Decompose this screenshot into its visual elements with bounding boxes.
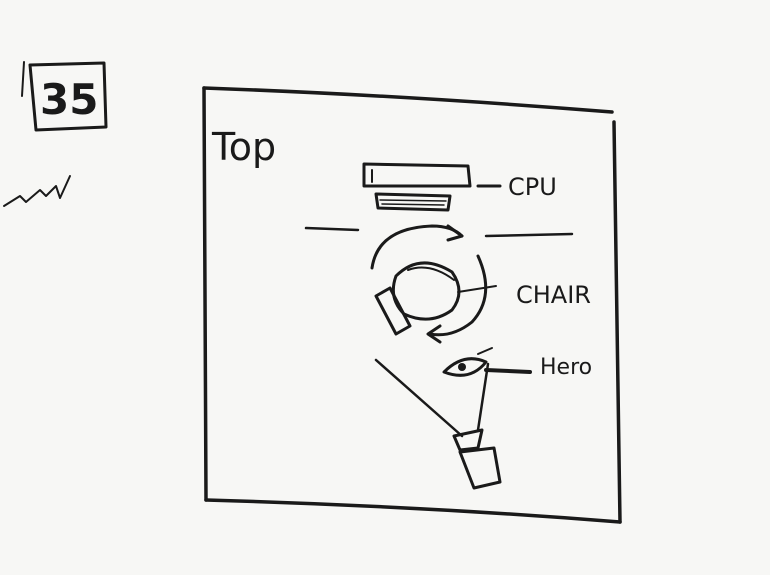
cpu-label: CPU	[508, 173, 557, 201]
panel-number: 35	[40, 75, 98, 124]
view-label: Top	[211, 125, 276, 169]
hero-leader-line	[486, 370, 530, 372]
hero-label: Hero	[540, 355, 592, 380]
chair-label: CHAIR	[516, 281, 591, 309]
